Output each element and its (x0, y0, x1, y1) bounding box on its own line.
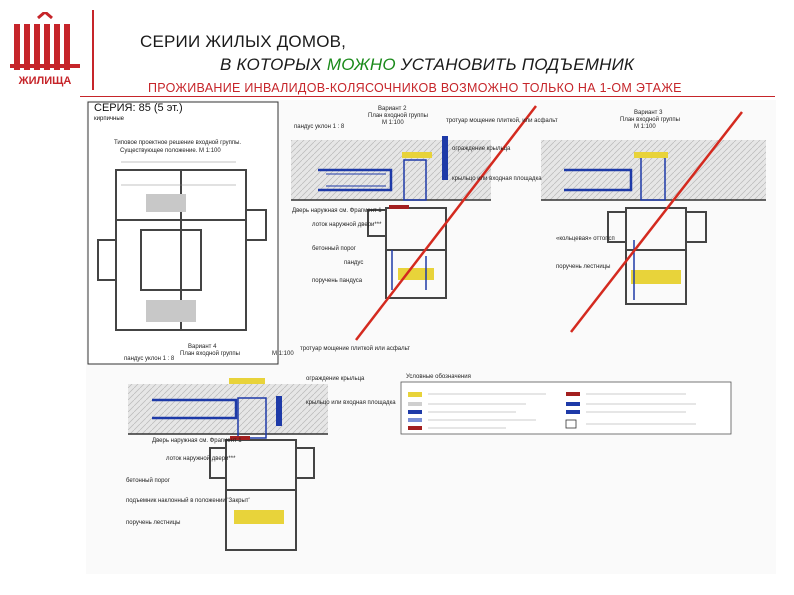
logo-mark: ЖИЛИЩА (8, 10, 82, 88)
title-line-1: СЕРИИ ЖИЛЫХ ДОМОВ, (140, 32, 347, 51)
v4-label-handrail: поручень лестницы (126, 520, 181, 526)
v1-state: Существующее положение. М 1:100 (120, 148, 221, 154)
v2-label-handrail: поручень пандуса (312, 278, 363, 284)
v4-label-porch: крыльцо или входная площадка (306, 400, 396, 406)
v3-label-ring: «кольцевая» оттопсп (556, 236, 615, 242)
v2-label-fence: ограждение крыльца (452, 146, 511, 152)
v4-label-lift: подъемник наклонный в положении 'Закрыт' (126, 498, 250, 504)
v2-scale: М 1:100 (382, 120, 404, 126)
architectural-drawing: СЕРИЯ: 85 (5 эт.) кирпичные Типовое прое… (86, 100, 776, 574)
v3-label-handrail: поручень лестницы (556, 264, 611, 270)
v2-label-sill: бетонный порог (312, 246, 356, 252)
logo: ЖИЛИЩА (8, 10, 82, 88)
v4-label-sill: бетонный порог (126, 478, 170, 484)
v4-label-ramp: пандус уклон 1 : 8 (124, 356, 175, 362)
series-label: СЕРИЯ: 85 (5 эт.) (94, 102, 183, 114)
v3-plan: План входной группы (620, 117, 680, 123)
title-suffix: УСТАНОВИТЬ ПОДЪЕМНИК (395, 55, 635, 74)
cross-line-v2 (355, 105, 537, 341)
header-divider (92, 10, 94, 90)
svg-text:ЖИЛИЩА: ЖИЛИЩА (18, 75, 72, 87)
legend (400, 381, 732, 435)
drawing-svg (87, 101, 766, 551)
header-rule (80, 96, 775, 97)
panel-v3 (541, 140, 766, 305)
v2-label-ramp: пандус уклон 1 : 8 (294, 124, 345, 130)
v2-label-tray: лоток наружной двери*** (312, 222, 382, 228)
v4-title: Вариант 4 (188, 344, 217, 350)
v2-label-porch: крыльцо или входная площадка (452, 176, 542, 182)
v1-title: Типовое проектное решение входной группы… (114, 140, 242, 146)
subtitle: ПРОЖИВАНИЕ ИНВАЛИДОВ-КОЛЯСОЧНИКОВ ВОЗМОЖ… (148, 81, 682, 95)
v4-label-fence: ограждение крыльца (306, 376, 365, 382)
v3-title: Вариант 3 (634, 110, 663, 116)
title-line-2: В КОТОРЫХ МОЖНО УСТАНОВИТЬ ПОДЪЕМНИК (220, 55, 634, 75)
series-sublabel: кирпичные (94, 116, 125, 122)
v4-plan: План входной группы (180, 351, 240, 357)
v4-label-tray: лоток наружной двери*** (166, 456, 236, 462)
v2-title: Вариант 2 (378, 106, 407, 112)
v2-label-door: Дверь наружная см. Фрагмент 1 (292, 208, 382, 214)
cross-line-v3 (570, 111, 743, 333)
v4-scale: М 1:100 (272, 351, 294, 357)
v3-scale: М 1:100 (634, 124, 656, 130)
legend-title: Условные обозначения (406, 374, 471, 380)
v4-label-sidewalk: тротуар мощение плиткой или асфальт (300, 346, 411, 352)
title-highlight: МОЖНО (326, 55, 396, 74)
v2-label-sidewalk: тротуар мощение плиткой, или асфальт (446, 118, 558, 124)
title-prefix: В КОТОРЫХ (220, 55, 327, 74)
v4-label-door: Дверь наружная см. Фрагмент 1 (152, 438, 242, 444)
v2-label-ramp2: пандус (344, 260, 364, 266)
panel-v4 (128, 378, 328, 551)
v2-plan: План входной группы (368, 113, 428, 119)
panel-v2 (291, 136, 491, 299)
